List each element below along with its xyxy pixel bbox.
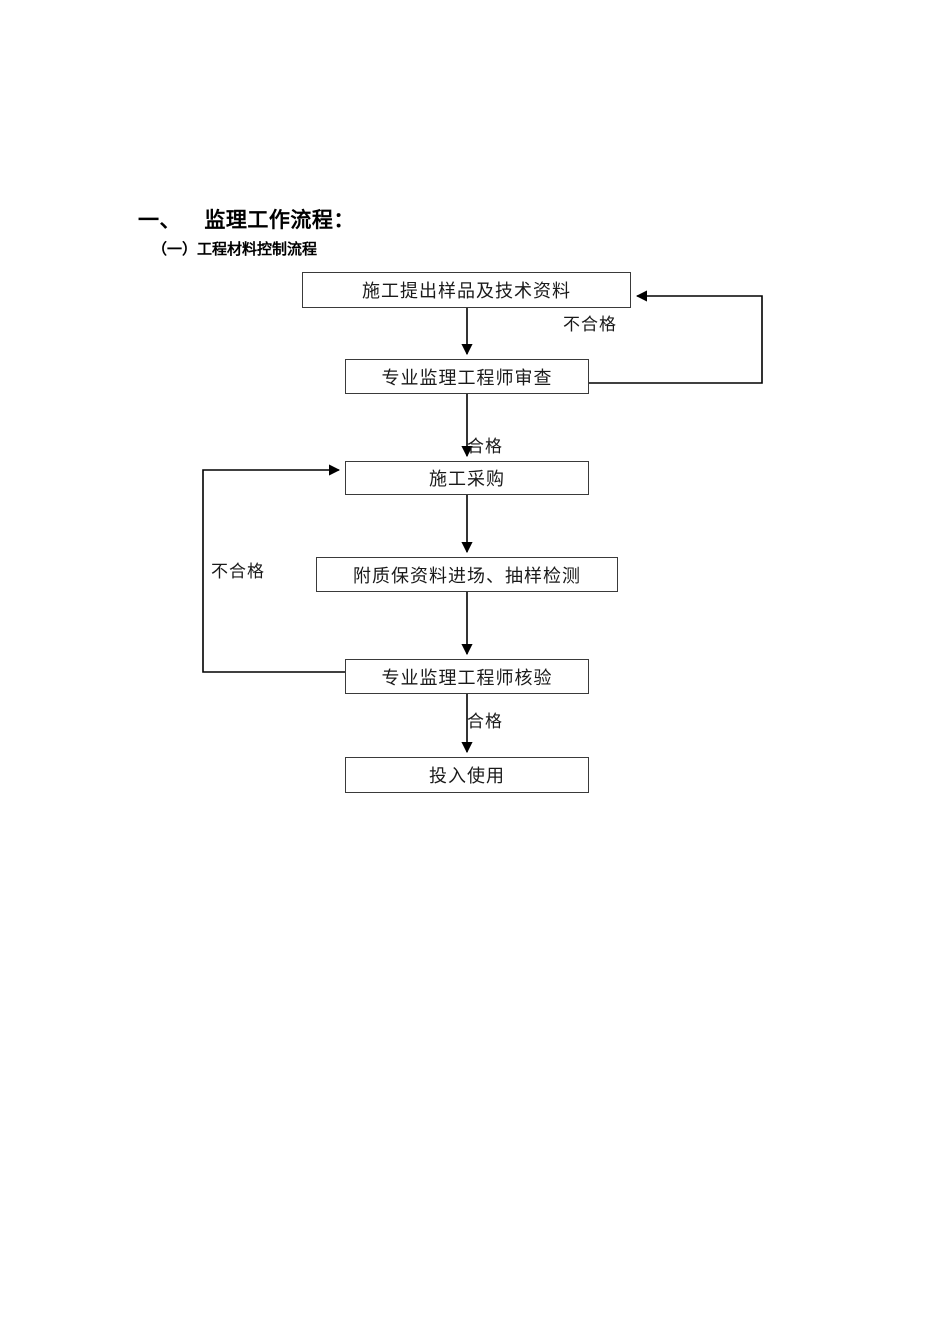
flow-node-submit-sample[interactable]: 施工提出样品及技术资料	[302, 272, 631, 308]
flow-node-material-entry-sampling[interactable]: 附质保资料进场、抽样检测	[316, 557, 618, 592]
edge-label-pass-bottom: 合格	[467, 712, 503, 732]
flow-node-label: 施工采购	[429, 469, 505, 490]
flow-node-label: 专业监理工程师核验	[381, 667, 553, 689]
section-subtitle: （一）工程材料控制流程	[152, 240, 318, 258]
page-title: 一、 监理工作流程：	[138, 208, 355, 232]
edge-label-reject-left: 不合格	[211, 562, 265, 582]
edge-n5-n3-reject	[202, 464, 345, 673]
flow-node-construction-purchase[interactable]: 施工采购	[345, 461, 589, 495]
flow-node-label: 施工提出样品及技术资料	[362, 281, 571, 302]
edge-label-reject-top: 不合格	[563, 315, 617, 335]
edge-label-pass-top: 合格	[467, 437, 503, 457]
flow-node-label: 专业监理工程师审查	[381, 367, 553, 389]
flow-node-engineer-verify[interactable]: 专业监理工程师核验	[345, 659, 589, 694]
flow-node-put-into-use[interactable]: 投入使用	[345, 757, 589, 793]
flow-node-engineer-review[interactable]: 专业监理工程师审查	[345, 359, 589, 394]
flow-node-label: 附质保资料进场、抽样检测	[353, 565, 581, 587]
edge-n2-n1-reject	[589, 290, 763, 384]
flow-node-label: 投入使用	[429, 766, 505, 787]
